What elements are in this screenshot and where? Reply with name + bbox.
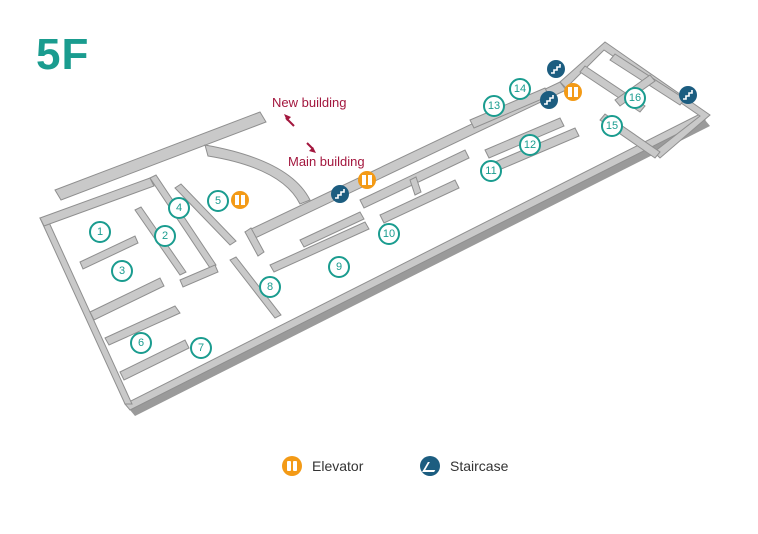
svg-text:9: 9: [336, 261, 342, 273]
elevator-icon: [564, 83, 582, 101]
room-7[interactable]: 7: [190, 337, 212, 359]
svg-text:2: 2: [162, 230, 168, 242]
room-11[interactable]: 11: [480, 160, 502, 182]
staircase-icon: [547, 60, 565, 78]
room-1[interactable]: 1: [89, 221, 111, 243]
svg-text:10: 10: [383, 228, 395, 240]
svg-text:8: 8: [267, 281, 273, 293]
staircase-icon: [331, 185, 349, 203]
room-10[interactable]: 10: [378, 223, 400, 245]
main-building-direction: Main building: [288, 142, 365, 169]
room-14[interactable]: 14: [509, 78, 531, 100]
room-12[interactable]: 12: [519, 134, 541, 156]
svg-text:13: 13: [488, 100, 500, 112]
room-4[interactable]: 4: [168, 197, 190, 219]
room-15[interactable]: 15: [601, 115, 623, 137]
svg-text:3: 3: [119, 265, 125, 277]
legend-staircase-label: Staircase: [450, 458, 509, 474]
room-2[interactable]: 2: [154, 225, 176, 247]
room-13[interactable]: 13: [483, 95, 505, 117]
floor-title: 5F: [36, 30, 90, 79]
svg-text:4: 4: [176, 202, 182, 214]
room-9[interactable]: 9: [328, 256, 350, 278]
room-3[interactable]: 3: [111, 260, 133, 282]
room-6[interactable]: 6: [130, 332, 152, 354]
staircase-icon: [540, 91, 558, 109]
elevator-icon: [358, 171, 376, 189]
building-walls: [39, 41, 711, 416]
legend-staircase: Staircase: [420, 456, 508, 476]
svg-text:12: 12: [524, 139, 536, 151]
svg-text:15: 15: [606, 120, 618, 132]
new-building-direction: New building: [272, 95, 346, 127]
svg-text:7: 7: [198, 342, 204, 354]
room-5[interactable]: 5: [207, 190, 229, 212]
main-building-label: Main building: [288, 154, 365, 169]
svg-text:1: 1: [97, 226, 103, 238]
legend-elevator-label: Elevator: [312, 458, 364, 474]
svg-text:11: 11: [485, 165, 496, 177]
svg-text:14: 14: [514, 83, 526, 95]
staircase-icon: [420, 456, 440, 476]
room-16[interactable]: 16: [624, 87, 646, 109]
elevator-icon: [231, 191, 249, 209]
elevator-icon: [282, 456, 302, 476]
svg-text:5: 5: [215, 195, 221, 207]
svg-text:6: 6: [138, 337, 144, 349]
svg-text:16: 16: [629, 92, 641, 104]
legend-elevator: Elevator: [282, 456, 363, 476]
room-8[interactable]: 8: [259, 276, 281, 298]
new-building-label: New building: [272, 95, 346, 110]
staircase-icon: [679, 86, 697, 104]
